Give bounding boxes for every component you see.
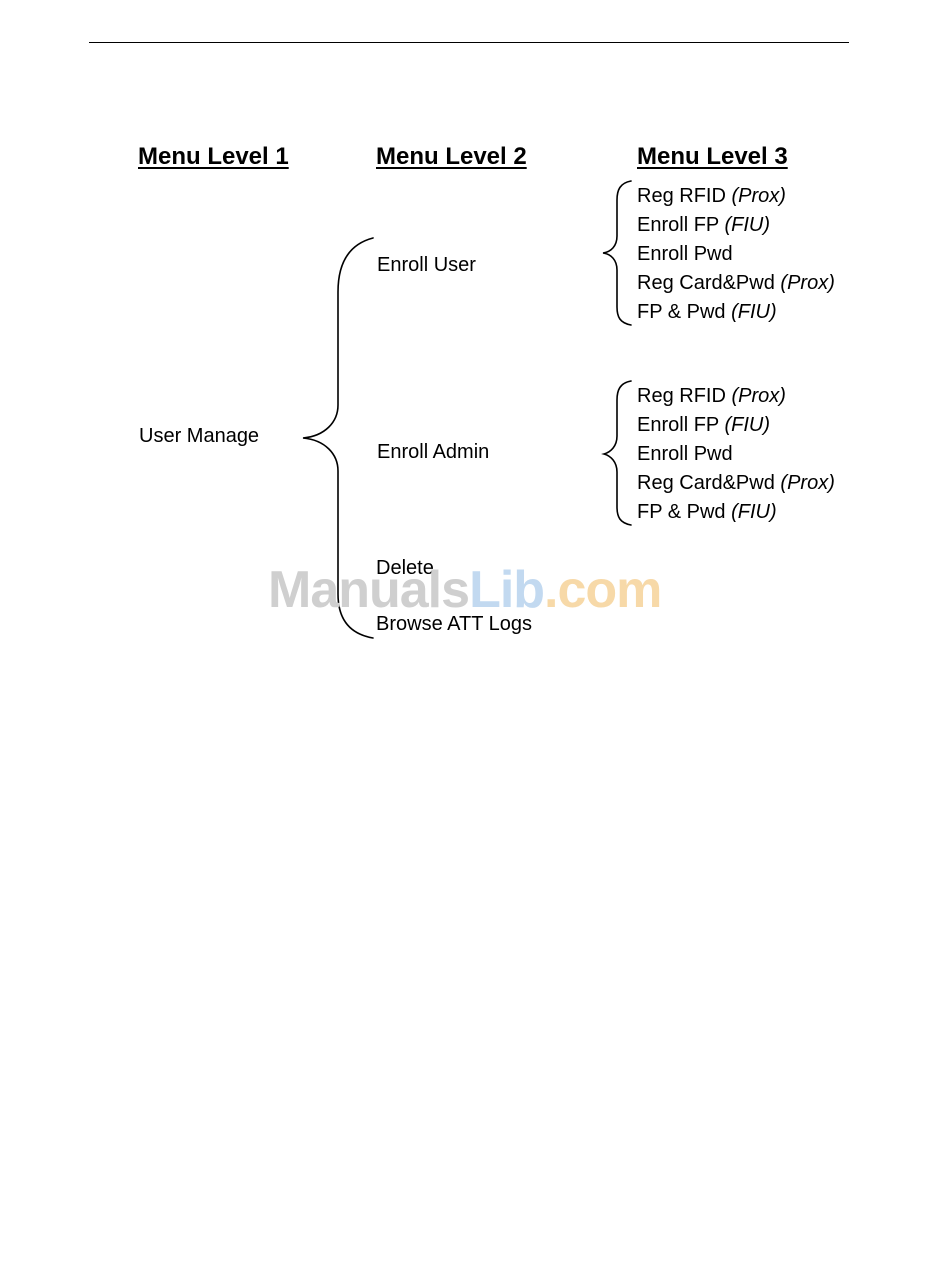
watermark-part-com: .com xyxy=(544,561,661,619)
item-label: FP & Pwd xyxy=(637,301,726,323)
manualslib-watermark: ManualsLib.com xyxy=(268,560,661,620)
item-label: Reg Card&Pwd xyxy=(637,272,775,294)
item-label: Reg RFID xyxy=(637,185,726,207)
item-label: Enroll Pwd xyxy=(637,443,733,465)
enroll-user-item-reg-card-pwd: Reg Card&Pwd (Prox) xyxy=(637,271,835,295)
brace-enroll-user xyxy=(603,181,631,325)
item-note: (FIU) xyxy=(724,214,770,236)
enroll-user-item-enroll-fp: Enroll FP (FIU) xyxy=(637,213,770,237)
item-note: (Prox) xyxy=(780,272,834,294)
item-note: (Prox) xyxy=(731,385,785,407)
item-note: (FIU) xyxy=(724,414,770,436)
enroll-user-item-enroll-pwd: Enroll Pwd xyxy=(637,242,733,266)
item-label: Reg Card&Pwd xyxy=(637,472,775,494)
item-label: FP & Pwd xyxy=(637,501,726,523)
item-note: (Prox) xyxy=(731,185,785,207)
item-label: Enroll FP xyxy=(637,414,719,436)
item-note: (FIU) xyxy=(731,501,777,523)
enroll-user-item-fp-pwd: FP & Pwd (FIU) xyxy=(637,300,777,324)
item-label: Enroll Pwd xyxy=(637,243,733,265)
enroll-admin-item-reg-card-pwd: Reg Card&Pwd (Prox) xyxy=(637,471,835,495)
enroll-admin-item-reg-rfid: Reg RFID (Prox) xyxy=(637,384,786,408)
enroll-admin-item-enroll-fp: Enroll FP (FIU) xyxy=(637,413,770,437)
node-enroll-user: Enroll User xyxy=(377,253,476,277)
enroll-admin-item-fp-pwd: FP & Pwd (FIU) xyxy=(637,500,777,524)
item-note: (FIU) xyxy=(731,301,777,323)
watermark-part-lib: Lib xyxy=(469,561,544,619)
enroll-admin-item-enroll-pwd: Enroll Pwd xyxy=(637,442,733,466)
item-note: (Prox) xyxy=(780,472,834,494)
item-label: Reg RFID xyxy=(637,385,726,407)
watermark-part-manuals: Manuals xyxy=(268,561,469,619)
item-label: Enroll FP xyxy=(637,214,719,236)
brace-enroll-admin xyxy=(604,381,631,525)
enroll-user-item-reg-rfid: Reg RFID (Prox) xyxy=(637,184,786,208)
node-enroll-admin: Enroll Admin xyxy=(377,440,489,464)
node-user-manage: User Manage xyxy=(139,424,259,448)
